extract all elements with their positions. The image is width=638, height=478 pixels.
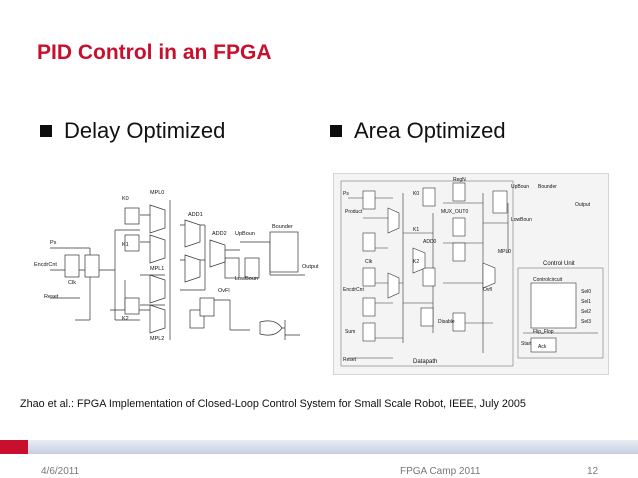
- diagram-labels: Ps Product K0 K1 K2 EncdrCnt Clk Sum Res…: [343, 177, 591, 365]
- svg-text:Sel2: Sel2: [581, 309, 591, 315]
- svg-text:Clk: Clk: [365, 259, 373, 265]
- square-bullet-icon: [40, 125, 52, 137]
- control-unit-box: [517, 267, 604, 359]
- diagram-background: [333, 173, 609, 375]
- svg-text:RegN: RegN: [453, 177, 466, 183]
- svg-text:Bounder: Bounder: [272, 224, 293, 230]
- svg-text:MPL2: MPL2: [150, 336, 164, 342]
- svg-text:UpBoun: UpBoun: [235, 231, 255, 237]
- svg-text:K2: K2: [413, 259, 419, 265]
- svg-text:Datapath: Datapath: [413, 359, 437, 365]
- svg-text:Flip_Flop: Flip_Flop: [533, 329, 554, 335]
- svg-text:Sel1: Sel1: [581, 299, 591, 305]
- bullet-area-optimized: Area Optimized: [330, 118, 506, 144]
- svg-text:Bounder: Bounder: [538, 184, 557, 190]
- svg-text:K1: K1: [122, 242, 129, 248]
- area-optimized-diagram: Ps Product K0 K1 K2 EncdrCnt Clk Sum Res…: [333, 173, 609, 375]
- diagram-bounder: [259, 231, 299, 336]
- diagram-registers: [64, 207, 260, 329]
- svg-text:Start: Start: [521, 341, 532, 347]
- svg-text:MPL0: MPL0: [150, 190, 164, 196]
- footer-accent: [0, 440, 28, 454]
- svg-text:Ps: Ps: [343, 191, 349, 197]
- svg-text:K0: K0: [413, 191, 419, 197]
- datapath-box: [340, 180, 514, 367]
- svg-text:K0: K0: [122, 196, 129, 202]
- svg-text:LowBoun: LowBoun: [235, 276, 258, 282]
- svg-text:EncdrCnt: EncdrCnt: [343, 287, 364, 293]
- svg-text:MPL0: MPL0: [498, 249, 511, 255]
- footer-bar: [0, 440, 638, 454]
- svg-text:MUX_OUT0: MUX_OUT0: [441, 209, 468, 215]
- footer-date: 4/6/2011: [41, 466, 80, 477]
- diagram-multipliers: [149, 204, 226, 334]
- svg-text:Sel3: Sel3: [581, 319, 591, 325]
- svg-text:ADD0: ADD0: [423, 239, 437, 245]
- svg-text:Control Unit: Control Unit: [543, 261, 575, 267]
- svg-text:Ovfl: Ovfl: [483, 287, 492, 293]
- svg-text:EncdrCnt: EncdrCnt: [34, 262, 57, 268]
- svg-text:Ack: Ack: [538, 344, 547, 350]
- svg-text:K2: K2: [122, 316, 129, 322]
- svg-text:ADD2: ADD2: [212, 231, 227, 237]
- svg-text:Ps: Ps: [50, 240, 57, 246]
- svg-text:K1: K1: [413, 227, 419, 233]
- diagram-registers: [362, 182, 508, 342]
- bullet-label: Delay Optimized: [64, 118, 226, 143]
- svg-text:Clk: Clk: [68, 280, 76, 286]
- bullet-label: Area Optimized: [354, 118, 506, 143]
- svg-text:Reset: Reset: [343, 357, 357, 363]
- svg-text:Output: Output: [302, 264, 319, 270]
- bullet-delay-optimized: Delay Optimized: [40, 118, 225, 144]
- svg-text:LowBoun: LowBoun: [511, 217, 532, 223]
- svg-text:Output: Output: [575, 202, 591, 208]
- slide-title: PID Control in an FPGA: [37, 41, 272, 64]
- svg-text:ADD1: ADD1: [188, 212, 203, 218]
- control-unit-inner: [530, 282, 577, 353]
- footer-event: FPGA Camp 2011: [400, 466, 481, 477]
- svg-text:MPL1: MPL1: [150, 266, 164, 272]
- square-bullet-icon: [330, 125, 342, 137]
- diagram-multiplexers: [387, 207, 496, 299]
- footer-page-number: 12: [587, 466, 599, 477]
- svg-text:OvFl: OvFl: [218, 288, 230, 294]
- citation-text: Zhao et al.: FPGA Implementation of Clos…: [20, 398, 526, 410]
- svg-text:Sel0: Sel0: [581, 289, 591, 295]
- svg-text:Disable: Disable: [438, 319, 455, 325]
- svg-text:Product: Product: [345, 209, 363, 215]
- delay-optimized-diagram: K0 K1 K2 Ps EncdrCnt Reset Clk MPL0 MPL1…: [30, 180, 330, 355]
- svg-text:Reset: Reset: [44, 294, 59, 300]
- svg-text:UpBoun: UpBoun: [511, 184, 529, 190]
- diagram-labels: K0 K1 K2 Ps EncdrCnt Reset Clk MPL0 MPL1…: [34, 190, 319, 342]
- svg-text:Sum: Sum: [345, 329, 355, 335]
- svg-text:Controlcircuit: Controlcircuit: [533, 277, 563, 283]
